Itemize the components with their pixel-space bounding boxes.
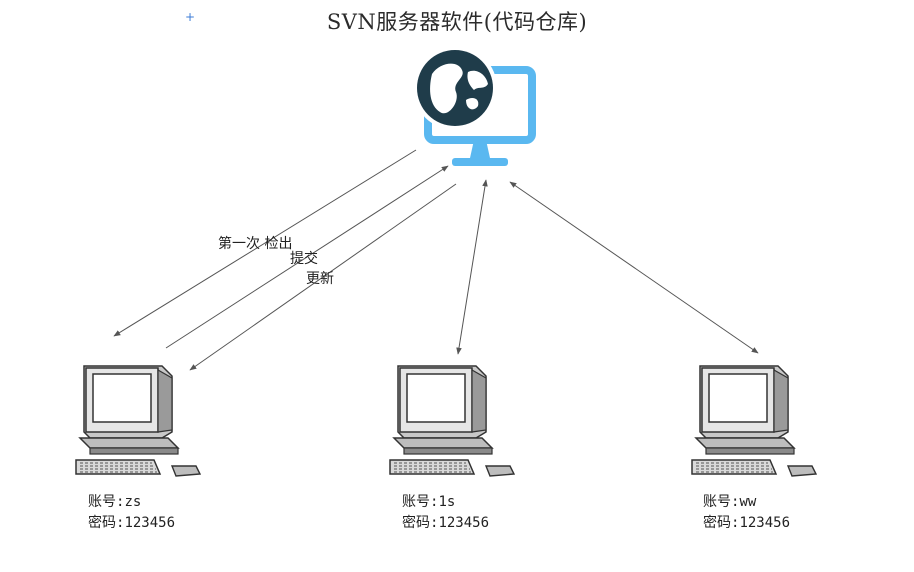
- add-marker-icon: +: [185, 10, 196, 24]
- password-value: 123456: [739, 515, 791, 531]
- account-label: 账号:: [402, 494, 439, 510]
- update-label: 更新: [306, 271, 334, 287]
- arrow-client2: [456, 179, 488, 355]
- checkout-label: 第一次 检出: [218, 236, 293, 252]
- password-value: 123456: [124, 515, 176, 531]
- arrow-commit: [165, 165, 449, 349]
- account-value: ww: [739, 494, 757, 510]
- client-account-zs: 账号:zs 密码:123456: [88, 492, 175, 534]
- client-account-1s: 账号:1s 密码:123456: [402, 492, 489, 534]
- password-label: 密码:: [88, 515, 125, 531]
- client-account-ww: 账号:ww 密码:123456: [703, 492, 790, 534]
- commit-label: 提交: [290, 251, 318, 267]
- client-computer-icon: [691, 365, 817, 477]
- password-label: 密码:: [703, 515, 740, 531]
- diagram-title: SVN服务器软件(代码仓库): [326, 10, 588, 34]
- password-value: 123456: [438, 515, 490, 531]
- server-icon: [413, 46, 536, 166]
- account-value: 1s: [438, 494, 456, 510]
- password-label: 密码:: [402, 515, 439, 531]
- arrow-client3: [509, 181, 759, 354]
- client-computer-icon: [389, 365, 515, 477]
- client-computer-icon: [75, 365, 201, 477]
- arrow-update: [189, 183, 457, 371]
- arrows: [113, 149, 759, 371]
- account-label: 账号:: [703, 494, 740, 510]
- account-value: zs: [124, 494, 142, 510]
- arrow-checkout: [113, 149, 417, 337]
- account-label: 账号:: [88, 494, 125, 510]
